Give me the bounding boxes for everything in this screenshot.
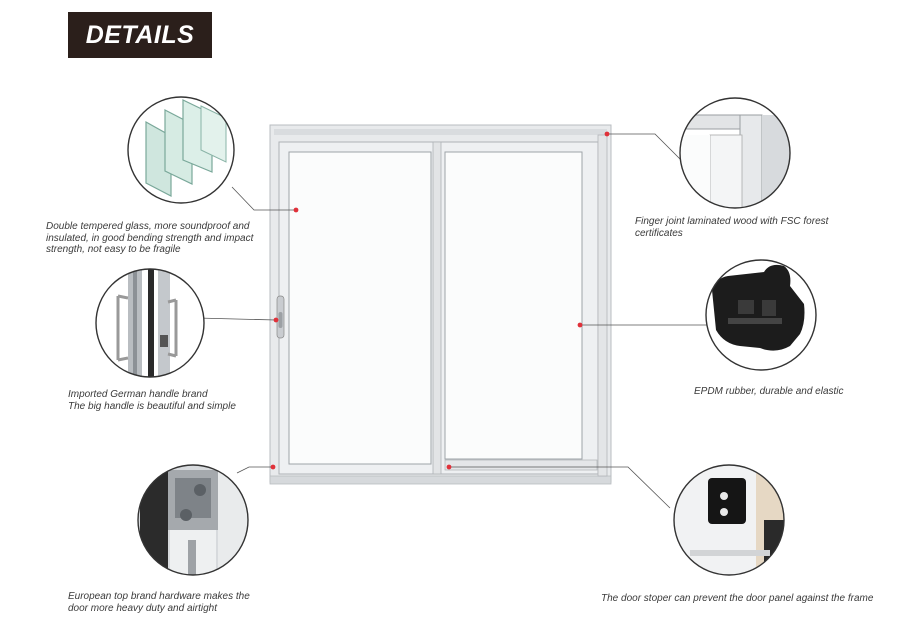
marker-rubber [577, 322, 583, 328]
rubber-seal-icon [705, 259, 817, 371]
frame-corner-icon [679, 97, 791, 209]
door-handle [276, 295, 285, 339]
callout-markers [270, 131, 610, 470]
glass-panes-icon [127, 96, 235, 204]
caption-stopper: The door stoper can prevent the door pan… [601, 593, 874, 604]
right-glass [444, 151, 583, 460]
door-stopper-icon [673, 464, 785, 576]
caption-rubber: EPDM rubber, durable and elastic [694, 386, 844, 397]
sliding-door [269, 124, 612, 485]
handle-icon [95, 268, 205, 378]
caption-glass: Double tempered glass, more soundproof a… [46, 221, 254, 255]
left-glass [288, 151, 432, 465]
roller-hardware-icon [137, 464, 249, 576]
details-title-banner: DETAILS [68, 12, 212, 58]
caption-hardware: European top brand hardware makes the do… [68, 591, 250, 614]
marker-glass [293, 207, 299, 213]
leader-lines [196, 133, 713, 509]
caption-wood: Finger joint laminated wood with FSC for… [635, 216, 829, 239]
marker-stopper [446, 464, 452, 470]
marker-hardware [270, 464, 276, 470]
marker-wood [604, 131, 610, 137]
marker-handle [273, 317, 279, 323]
details-title: DETAILS [85, 21, 195, 49]
caption-handle: Imported German handle brand The big han… [68, 389, 236, 412]
